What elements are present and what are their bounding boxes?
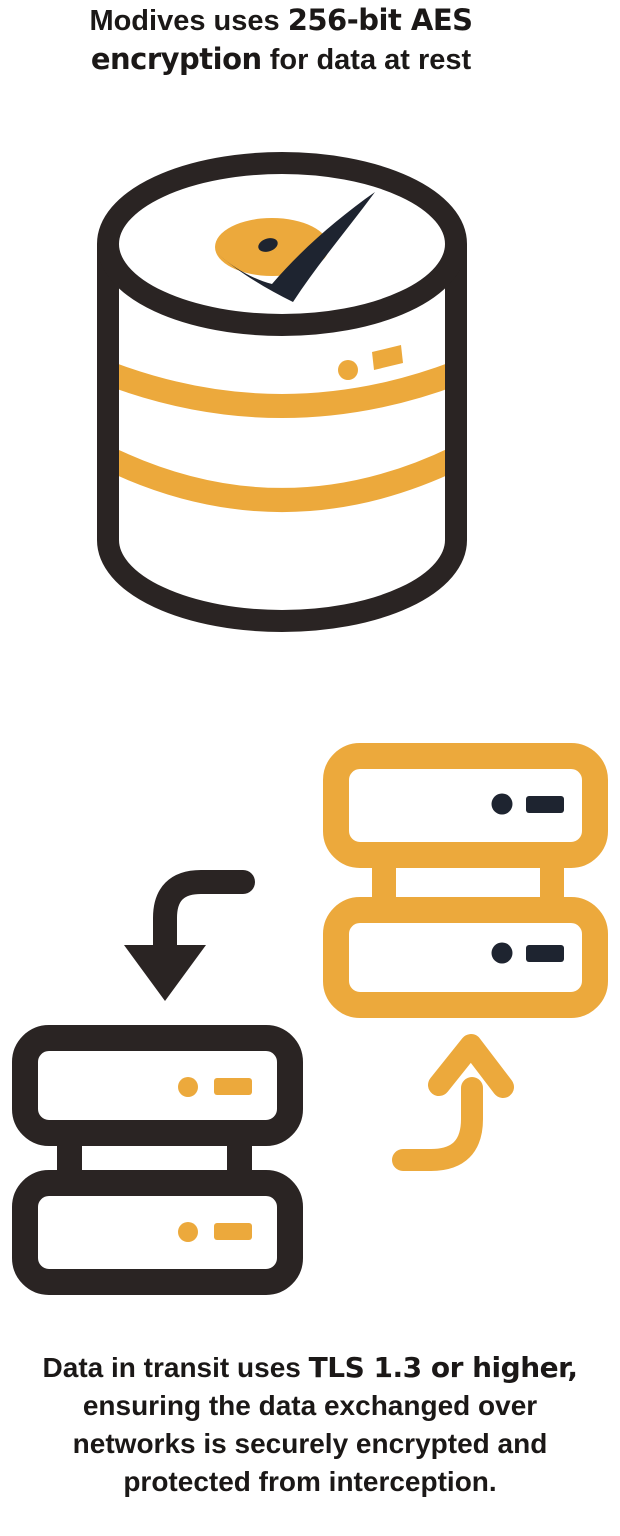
transit-paragraph: Data in transit uses TLS 1.3 or higher, … (0, 1349, 620, 1501)
headline: Modives uses 256-bit AES encryption for … (0, 1, 562, 79)
indicator-bar (214, 1223, 252, 1240)
data-transfer-illustration (12, 743, 608, 1295)
paragraph-line-1: Data in transit uses TLS 1.3 or higher, (0, 1349, 620, 1387)
server-connector (372, 866, 396, 899)
headline-line-1: Modives uses 256-bit AES (0, 1, 562, 40)
arrow-shaft (392, 1077, 483, 1171)
database-body-outline (97, 244, 467, 632)
headline-text-bold: 256-bit AES (287, 3, 473, 37)
indicator-dot (338, 360, 358, 380)
yellow-band (102, 447, 462, 512)
headline-text-normal: Modives uses (89, 5, 288, 37)
headline-text-normal: for data at rest (261, 44, 472, 76)
yellow-band (103, 361, 461, 418)
server-connector (57, 1144, 82, 1172)
curved-arrow-down-icon (124, 870, 255, 1001)
paragraph-line-2: ensuring the data exchanged over (82, 1390, 538, 1421)
server-unit (12, 1170, 303, 1295)
headline-line-2: encryption for data at rest (0, 40, 562, 79)
logo-dot (258, 238, 278, 252)
logo-checkmark-swoosh (218, 192, 375, 302)
server-stack-dark-icon (12, 1025, 303, 1295)
database-yellow-bands (102, 361, 462, 512)
database-indicators (338, 345, 403, 380)
paragraph-text-bold: TLS 1.3 or higher, (308, 1351, 578, 1384)
paragraph-text-normal: Data in transit uses (42, 1352, 309, 1383)
indicator-dot (491, 793, 513, 815)
indicator-dot (178, 1222, 198, 1242)
headline-text-bold: encryption (90, 42, 262, 76)
indicator-dash (372, 345, 403, 370)
indicator-dot (178, 1077, 198, 1097)
paragraph-line-4: protected from interception. (123, 1466, 497, 1497)
curved-arrow-up-icon (392, 1034, 514, 1171)
database-top-ellipse (97, 152, 467, 336)
indicator-bar (214, 1078, 252, 1095)
arrow-head (124, 945, 206, 1001)
indicator-bar (526, 796, 564, 813)
modives-checkmark-logo (215, 192, 375, 302)
indicator-bar (526, 945, 564, 962)
server-unit (12, 1025, 303, 1146)
arrow-shaft (153, 870, 255, 963)
indicator-dot (491, 942, 513, 964)
server-connector (540, 866, 564, 899)
server-unit (323, 897, 608, 1018)
paragraph-line-3: networks is securely encrypted and (72, 1428, 548, 1459)
server-stack-yellow-icon (323, 743, 608, 1018)
database-cylinder-icon (97, 152, 467, 632)
server-unit (323, 743, 608, 868)
arrow-head (428, 1034, 514, 1098)
server-connector (227, 1144, 252, 1172)
